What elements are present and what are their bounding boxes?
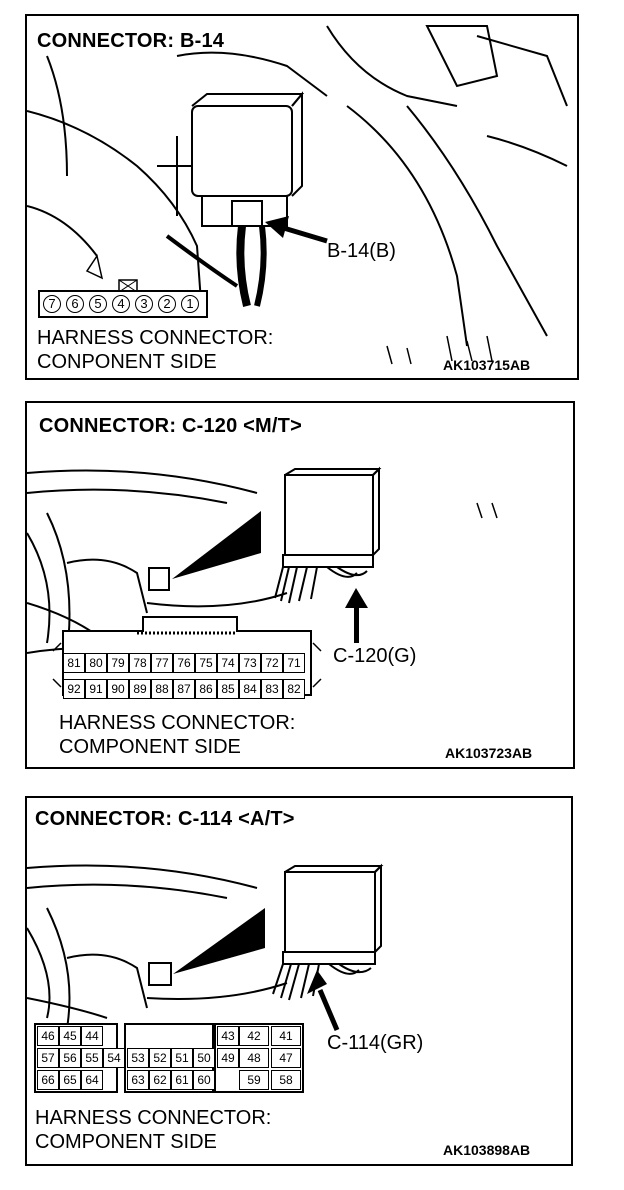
pin: 82 bbox=[283, 679, 305, 699]
pin: 80 bbox=[85, 653, 107, 673]
panel-connector-c114: CONNECTOR: C-114 <A/T> 46 45 44 57 56 55… bbox=[25, 796, 573, 1166]
pin: 41 bbox=[271, 1026, 301, 1046]
pin: 57 bbox=[37, 1048, 59, 1068]
panel-title: CONNECTOR: C-114 <A/T> bbox=[35, 808, 295, 830]
pin: 83 bbox=[261, 679, 283, 699]
pin: 45 bbox=[59, 1026, 81, 1046]
caption-line-2: CONPONENT SIDE bbox=[37, 351, 217, 373]
pin: 5 bbox=[89, 295, 107, 313]
pin: 74 bbox=[217, 653, 239, 673]
pin: 7 bbox=[43, 295, 61, 313]
pin: 85 bbox=[217, 679, 239, 699]
pin: 44 bbox=[81, 1026, 103, 1046]
pin: 51 bbox=[171, 1048, 193, 1068]
pin: 78 bbox=[129, 653, 151, 673]
pin: 62 bbox=[149, 1070, 171, 1090]
pin: 75 bbox=[195, 653, 217, 673]
pin: 65 bbox=[59, 1070, 81, 1090]
connector-callout-label: B-14(B) bbox=[327, 240, 396, 262]
pin: 58 bbox=[271, 1070, 301, 1090]
panel-title: CONNECTOR: C-120 <M/T> bbox=[39, 415, 302, 437]
caption-line-1: HARNESS CONNECTOR: bbox=[37, 327, 274, 349]
figure-reference: AK103723AB bbox=[445, 745, 533, 761]
pin: 66 bbox=[37, 1070, 59, 1090]
pin: 2 bbox=[158, 295, 176, 313]
pin: 61 bbox=[171, 1070, 193, 1090]
pin: 55 bbox=[81, 1048, 103, 1068]
caption-line-2: COMPONENT SIDE bbox=[59, 736, 241, 758]
pin: 86 bbox=[195, 679, 217, 699]
pin: 84 bbox=[239, 679, 261, 699]
pin: 48 bbox=[239, 1048, 269, 1068]
pin: 52 bbox=[149, 1048, 171, 1068]
pin: 90 bbox=[107, 679, 129, 699]
pin: 47 bbox=[271, 1048, 301, 1068]
pin: 59 bbox=[239, 1070, 269, 1090]
pin: 73 bbox=[239, 653, 261, 673]
pin: 87 bbox=[173, 679, 195, 699]
pin: 60 bbox=[193, 1070, 215, 1090]
engine-bay-illustration bbox=[27, 25, 568, 365]
pin: 1 bbox=[181, 295, 199, 313]
pin: 56 bbox=[59, 1048, 81, 1068]
pin: 72 bbox=[261, 653, 283, 673]
pin: 63 bbox=[127, 1070, 149, 1090]
panel-connector-c120: CONNECTOR: C-120 <M/T> 81 80 79 78 77 76… bbox=[25, 401, 575, 769]
pin: 6 bbox=[66, 295, 84, 313]
connector-callout-label: C-120(G) bbox=[333, 645, 417, 667]
pin: 54 bbox=[103, 1048, 125, 1068]
pin: 49 bbox=[217, 1048, 239, 1068]
pin: 77 bbox=[151, 653, 173, 673]
pin: 64 bbox=[81, 1070, 103, 1090]
figure-reference: AK103715AB bbox=[443, 357, 531, 373]
pin: 81 bbox=[63, 653, 85, 673]
panel-title: CONNECTOR: B-14 bbox=[37, 30, 225, 52]
pin: 71 bbox=[283, 653, 305, 673]
figure-reference: AK103898AB bbox=[443, 1142, 531, 1158]
pin: 79 bbox=[107, 653, 129, 673]
pin: 88 bbox=[151, 679, 173, 699]
pin: 50 bbox=[193, 1048, 215, 1068]
caption-line-1: HARNESS CONNECTOR: bbox=[59, 712, 296, 734]
pin: 3 bbox=[135, 295, 153, 313]
pin: 92 bbox=[63, 679, 85, 699]
pin: 53 bbox=[127, 1048, 149, 1068]
caption-line-1: HARNESS CONNECTOR: bbox=[35, 1107, 272, 1129]
pin: 4 bbox=[112, 295, 130, 313]
pin: 76 bbox=[173, 653, 195, 673]
pin: 42 bbox=[239, 1026, 269, 1046]
caption-line-2: COMPONENT SIDE bbox=[35, 1131, 217, 1153]
pin: 46 bbox=[37, 1026, 59, 1046]
pin: 89 bbox=[129, 679, 151, 699]
panel-connector-b14: CONNECTOR: B-14 B-14(B) 7 6 5 4 3 2 1 HA… bbox=[25, 14, 579, 380]
pin: 43 bbox=[217, 1026, 239, 1046]
pin: 91 bbox=[85, 679, 107, 699]
connector-callout-label: C-114(GR) bbox=[327, 1032, 424, 1054]
